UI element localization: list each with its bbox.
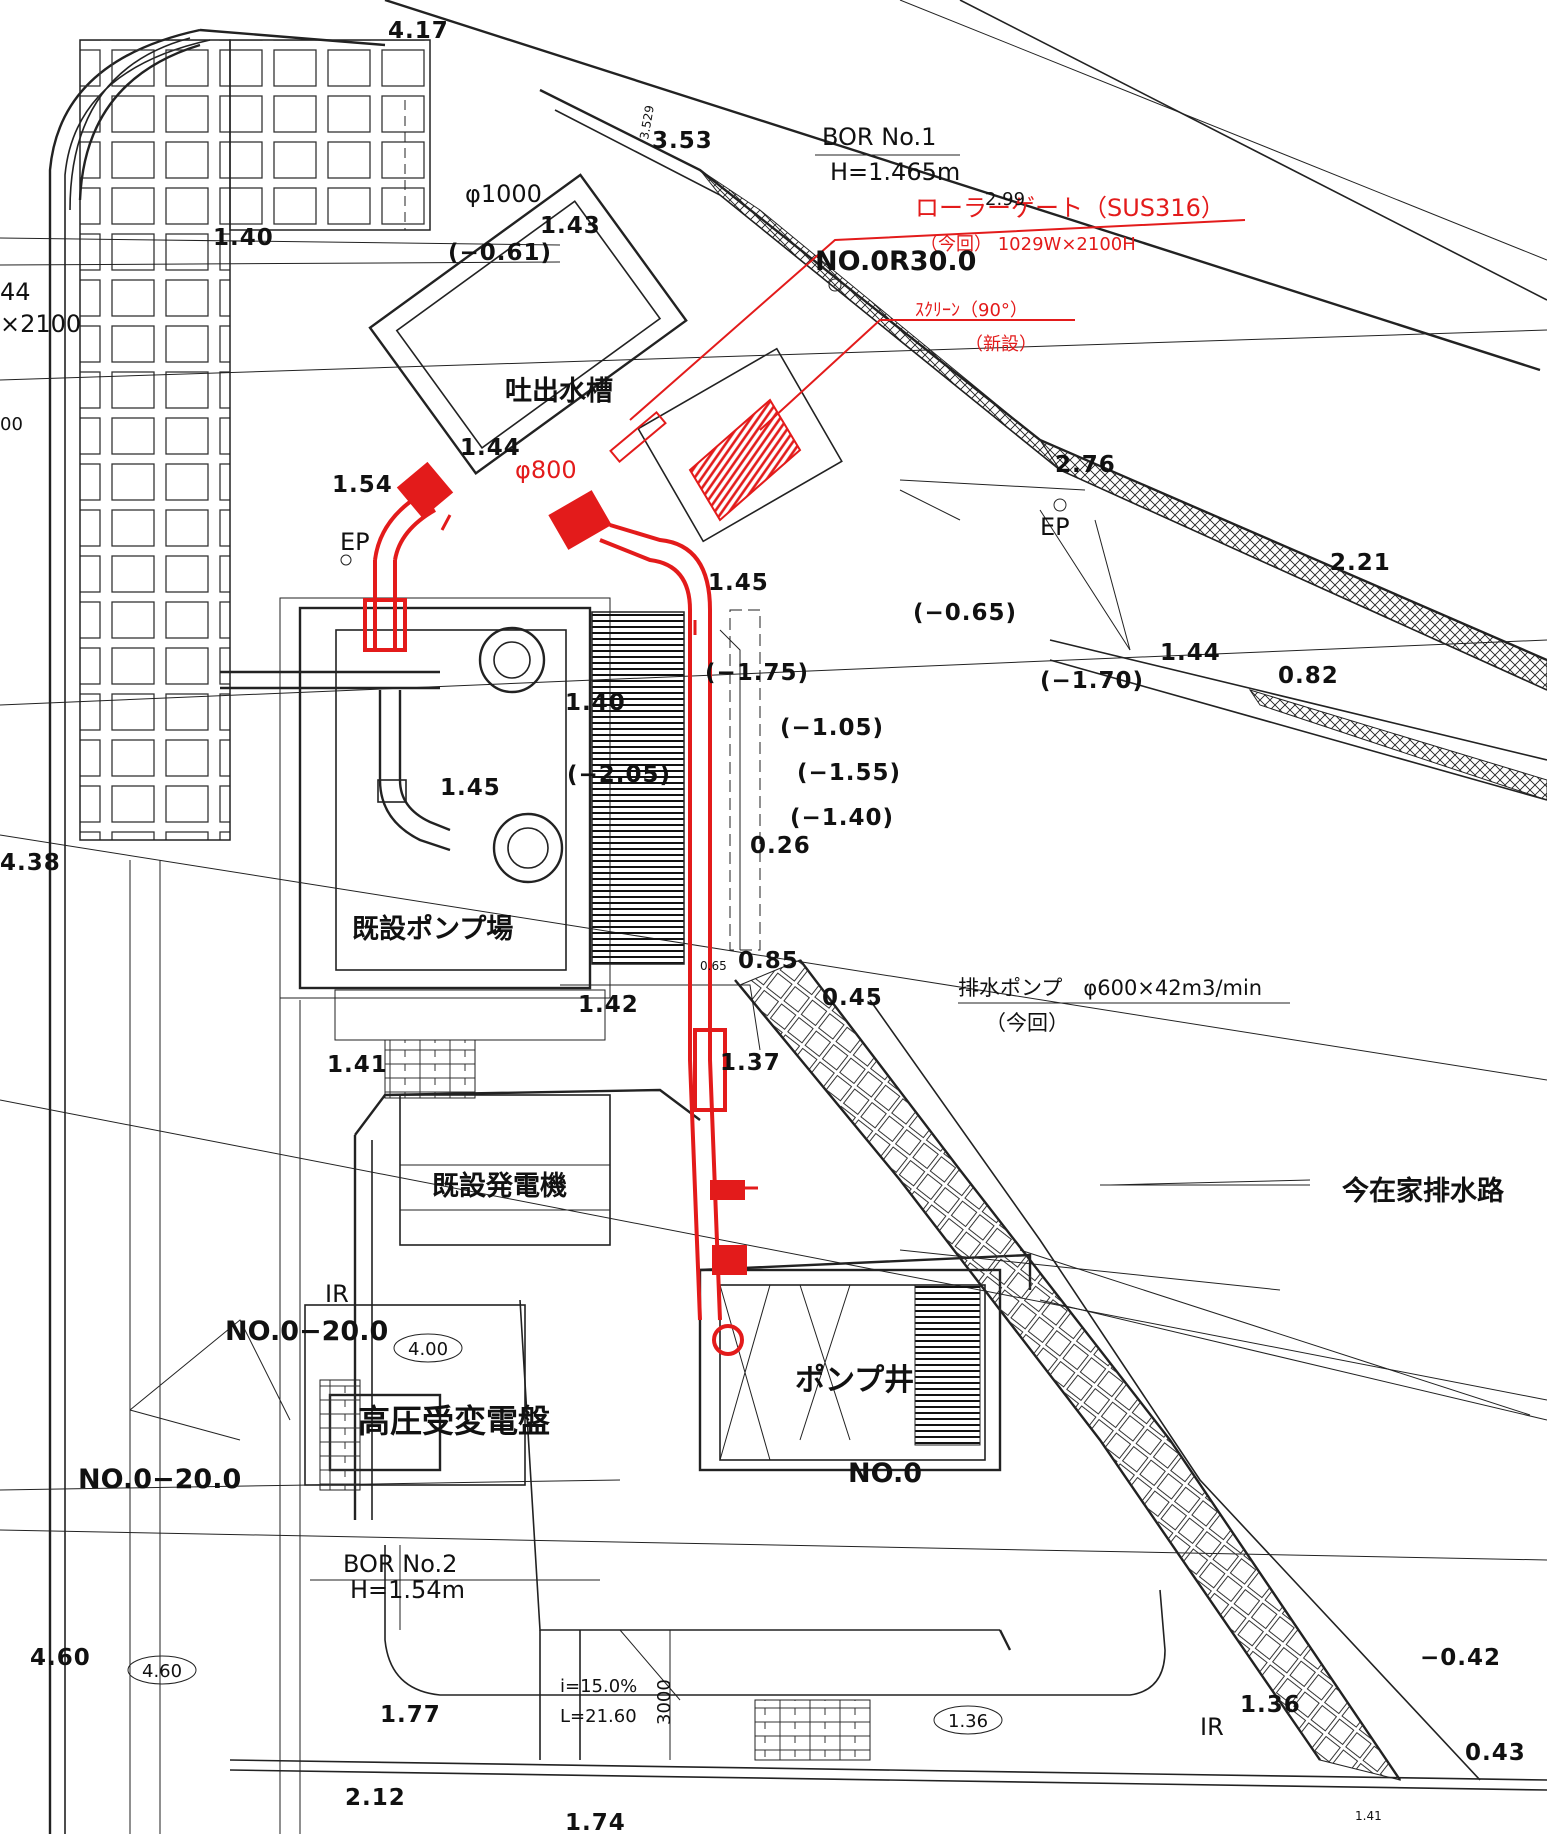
box-460: 4.60 bbox=[142, 1661, 182, 1682]
elev-19: (−1.05) bbox=[780, 715, 884, 741]
drain-channel-label: 今在家排水路 bbox=[1342, 1175, 1505, 1207]
new-work bbox=[363, 219, 1246, 1356]
elev-1: 4.17 bbox=[388, 18, 449, 44]
elev-21: (−1.40) bbox=[790, 805, 894, 831]
elev-18: 1.45 bbox=[440, 775, 501, 801]
bor2-title: BOR No.2 bbox=[343, 1550, 457, 1578]
left-cut-00: 00 bbox=[0, 414, 23, 435]
elev-14: (−1.70) bbox=[1040, 668, 1144, 694]
elev-3: 1.40 bbox=[213, 225, 274, 251]
elev-5: (−0.61) bbox=[448, 240, 552, 266]
elev-16: 1.40 bbox=[565, 690, 626, 716]
roller-gate-small: 2.99 bbox=[985, 189, 1025, 210]
box-400: 4.00 bbox=[408, 1339, 448, 1360]
pipe-phi800: φ800 bbox=[515, 456, 577, 484]
box-136: 1.36 bbox=[948, 1711, 988, 1732]
ir-marker-2: IR bbox=[1200, 1713, 1224, 1741]
elev-20: (−1.55) bbox=[797, 760, 901, 786]
tiny-529: 3.529 bbox=[637, 104, 657, 140]
elev-30: 1.77 bbox=[380, 1702, 441, 1728]
screen-new-label: （新設） bbox=[965, 334, 1037, 355]
elev-33: −0.42 bbox=[1420, 1645, 1501, 1671]
existing-pump-label: 既設ポンプ場 bbox=[352, 913, 513, 945]
pipe-phi1000: φ1000 bbox=[465, 180, 542, 208]
ir-marker-1: IR bbox=[325, 1280, 349, 1308]
drain-pump-now-label: （今回） bbox=[985, 1011, 1069, 1035]
tiny-065: 0.65 bbox=[700, 959, 727, 973]
elev-32: 1.74 bbox=[565, 1810, 626, 1834]
discharge-tank-label: 吐出水槽 bbox=[505, 376, 613, 407]
elev-25: 0.45 bbox=[822, 985, 883, 1011]
elev-4: 1.43 bbox=[540, 213, 601, 239]
roller-gate-label: ローラーゲート（SUS316） bbox=[915, 194, 1225, 222]
elev-2: 3.53 bbox=[652, 128, 713, 154]
elev-34: 1.36 bbox=[1240, 1692, 1301, 1718]
elev-11: (−0.65) bbox=[913, 600, 1017, 626]
slope-i: i=15.0% bbox=[560, 1676, 637, 1697]
bor1-title: BOR No.1 bbox=[822, 123, 936, 151]
station-no0-20-a: NO.0−20.0 bbox=[225, 1316, 388, 1347]
elev-27: 1.41 bbox=[327, 1052, 388, 1078]
station-no0r: NO.0R30.0 bbox=[815, 246, 976, 277]
elev-22: 0.26 bbox=[750, 833, 811, 859]
elevation-points: 4.17 3.53 1.40 1.43 (−0.61) 1.44 1.54 2.… bbox=[0, 18, 1526, 1834]
dimension-3000: 3000 bbox=[654, 1679, 675, 1725]
elev-17: (−2.05) bbox=[567, 762, 671, 788]
elev-10: 1.45 bbox=[708, 570, 769, 596]
bor2-height: H=1.54m bbox=[350, 1576, 465, 1604]
elev-8: 2.76 bbox=[1055, 452, 1116, 478]
pump-well-label: ポンプ井 bbox=[795, 1363, 914, 1398]
elev-29: 4.60 bbox=[30, 1645, 91, 1671]
left-cut-44: 44 bbox=[0, 278, 31, 306]
station-no0-20-b: NO.0−20.0 bbox=[78, 1464, 241, 1495]
elev-26: 1.42 bbox=[578, 992, 639, 1018]
elev-7: 1.54 bbox=[332, 472, 393, 498]
screen-label: ｽｸﾘｰﾝ（90°） bbox=[915, 300, 1028, 321]
elev-9: 2.21 bbox=[1330, 550, 1391, 576]
roller-gate-spec: （今回） 1029W×2100H bbox=[920, 234, 1136, 255]
elev-15: (−1.75) bbox=[705, 660, 809, 686]
elev-36: 1.41 bbox=[1355, 1809, 1382, 1823]
elev-28: 1.37 bbox=[720, 1050, 781, 1076]
drawing-labels: BOR No.1 H=1.465m ローラーゲート（SUS316） 2.99 （… bbox=[0, 104, 1505, 1741]
elev-12: 1.44 bbox=[1160, 640, 1221, 666]
elev-6: 1.44 bbox=[460, 435, 521, 461]
hv-panel-label: 高圧受変電盤 bbox=[358, 1402, 550, 1440]
ep-marker-1: EP bbox=[340, 528, 370, 556]
elev-13: 0.82 bbox=[1278, 663, 1339, 689]
elev-31: 2.12 bbox=[345, 1785, 406, 1811]
existing-generator-label: 既設発電機 bbox=[432, 1170, 567, 1202]
elev-24: 0.85 bbox=[738, 948, 799, 974]
drain-pump-label: 排水ポンプ φ600×42m3/min bbox=[958, 976, 1262, 1000]
elev-35: 0.43 bbox=[1465, 1740, 1526, 1766]
elev-23: 4.38 bbox=[0, 850, 61, 876]
slope-l: L=21.60 bbox=[560, 1706, 637, 1727]
station-no0: NO.0 bbox=[848, 1458, 922, 1489]
left-cut-2100: ×2100 bbox=[0, 310, 81, 338]
ep-marker-2: EP bbox=[1040, 513, 1070, 541]
bor1-height: H=1.465m bbox=[830, 158, 960, 186]
